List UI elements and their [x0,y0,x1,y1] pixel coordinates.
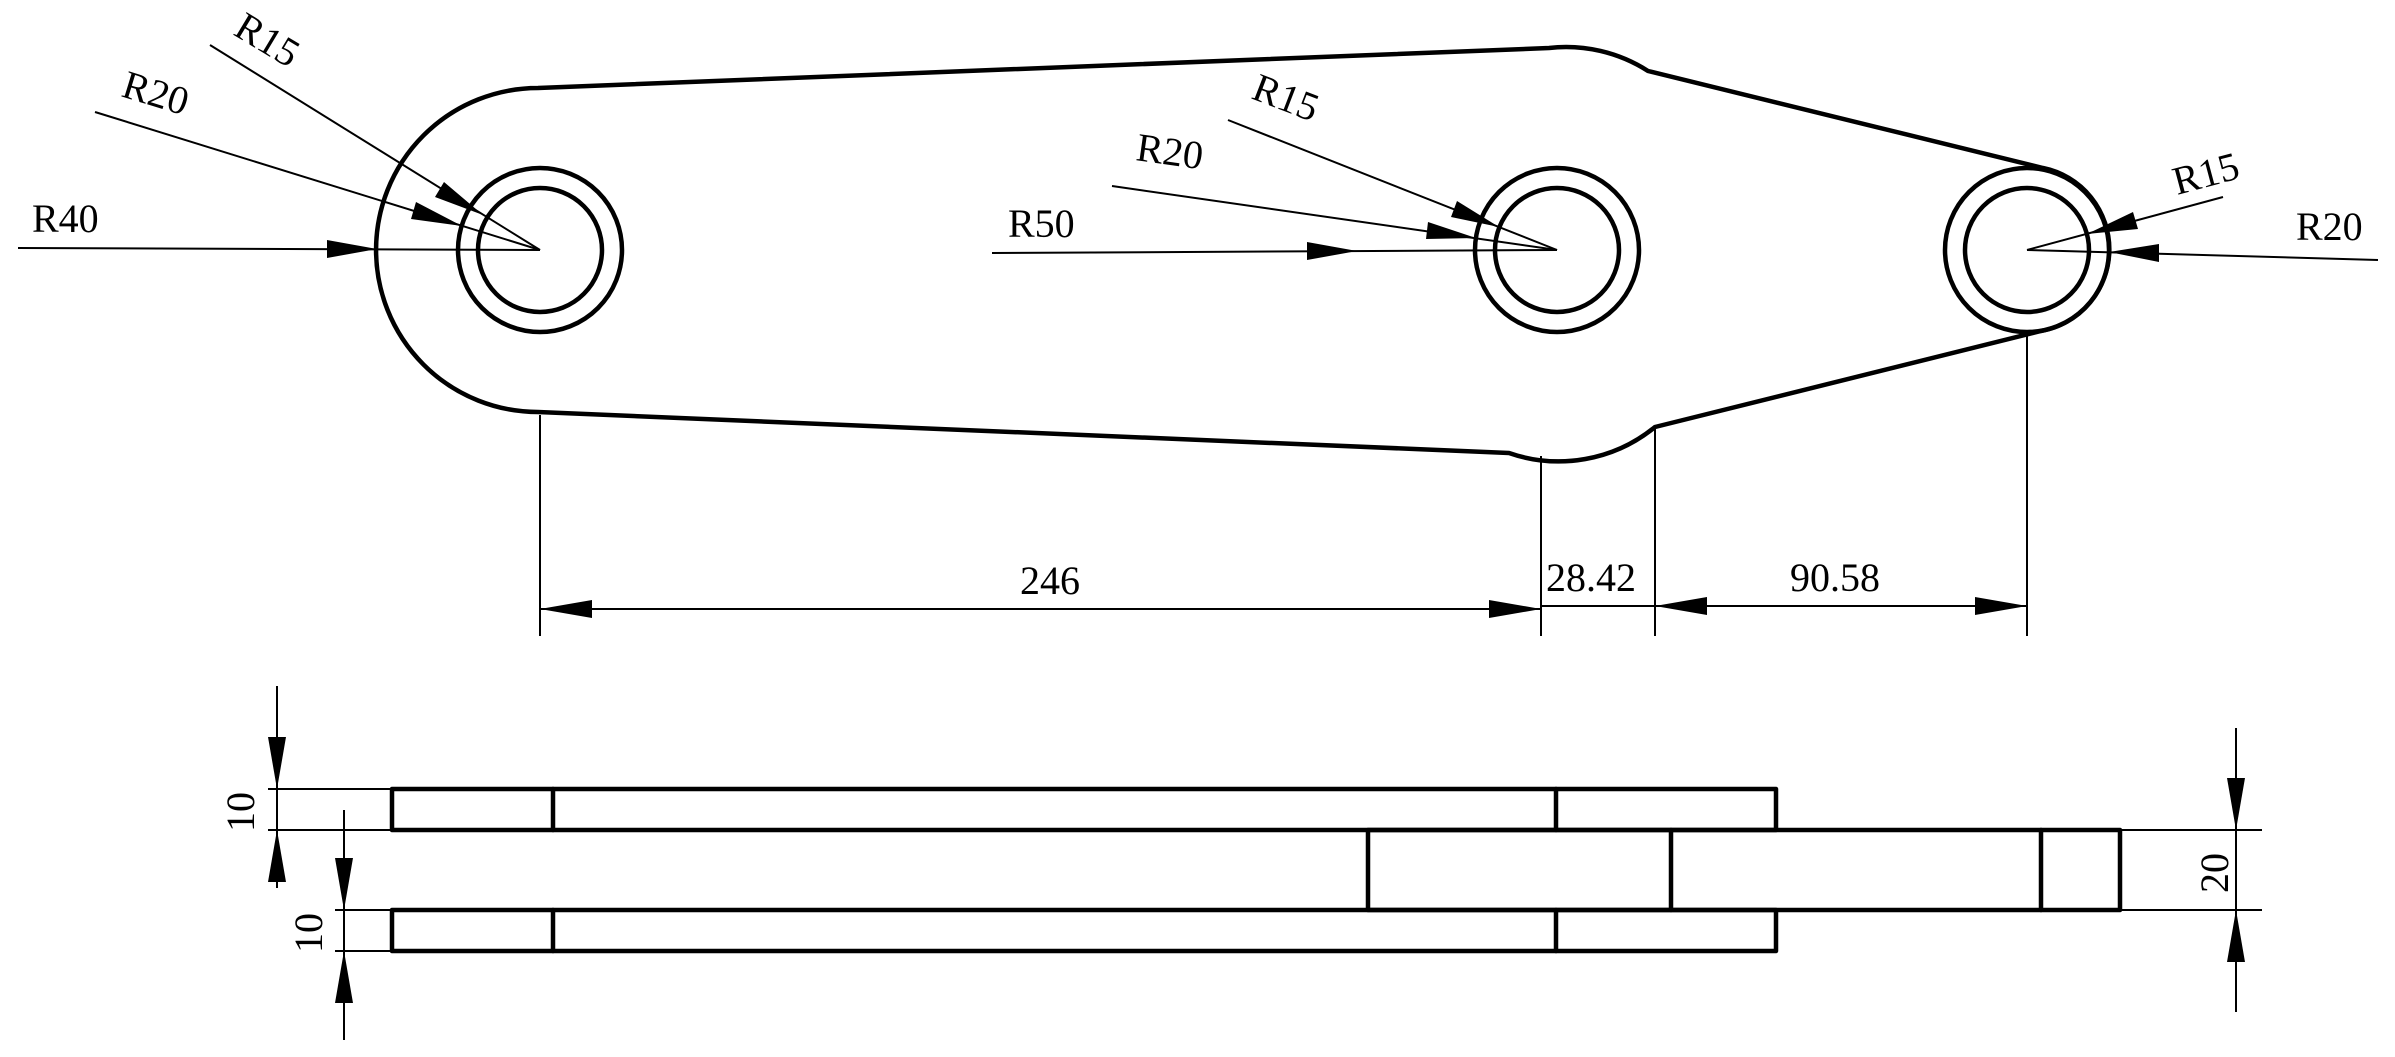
label-left-r20: R20 [117,62,194,125]
left-r20-arrowhead [411,202,462,226]
label-dim-90-58: 90.58 [1790,555,1880,600]
side-view [389,786,2123,954]
left-r15-arrowhead [435,182,483,215]
right-bore-circle [1962,185,2092,315]
middle-r50-arrowhead [1307,242,1357,260]
label-right-r15: R15 [2168,143,2244,204]
top-view [373,44,2112,464]
dim-20-arrow-down [2227,778,2245,830]
dim-10-bottom-arrow-down [335,858,353,910]
label-dim-28-42: 28.42 [1546,555,1636,600]
middle-bar [1365,827,2123,913]
dim-20-arrow-up [2227,910,2245,962]
right-r15-arrowhead [2087,212,2138,234]
label-left-r40: R40 [32,196,99,241]
dim-90-58-arrow-left [1655,597,1707,615]
radius-callouts [17,44,2379,262]
top-plate [389,786,1779,833]
dim-246-arrow-right [1489,600,1541,618]
label-middle-r50: R50 [1008,201,1075,246]
linear-dimensions [539,333,2028,636]
middle-r15-arrowhead [1451,201,1499,227]
middle-r20-arrowhead [1426,222,1476,239]
label-side-10-bottom: 10 [286,913,331,953]
left-r40-arrowhead [327,240,377,258]
label-middle-r20: R20 [1134,124,1206,178]
dim-10-top-arrow-down [268,737,286,789]
dim-90-58-arrow-right [1975,597,2027,615]
label-side-10-top: 10 [218,792,263,832]
dimension-labels: R40 R20 R15 R50 R20 R15 R15 R20 246 28.4… [32,3,2363,953]
label-middle-r15: R15 [1247,64,1325,130]
dim-246-arrow-left [540,600,592,618]
label-dim-246: 246 [1020,558,1080,603]
right-r20-arrowhead [2109,244,2159,262]
bottom-plate [389,907,1779,954]
label-side-20: 20 [2192,853,2237,893]
side-view-dimensions [268,686,2262,1040]
label-left-r15: R15 [227,3,307,76]
right-boss-outer-circle [1942,165,2112,335]
label-right-r20: R20 [2296,204,2363,249]
dim-10-top-arrow-up [268,830,286,882]
arm-outline [373,44,2112,464]
dim-10-bottom-arrow-up [335,951,353,1003]
